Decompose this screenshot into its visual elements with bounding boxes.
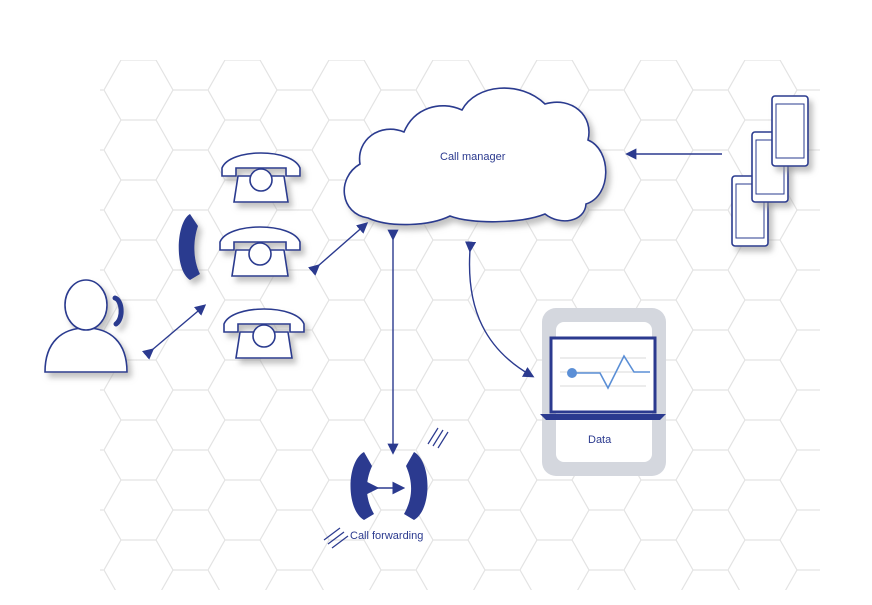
laptop-chart-icon	[540, 336, 666, 420]
arrow-user-phones	[141, 304, 207, 360]
call-forwarding-label: Call forwarding	[350, 530, 424, 542]
cloud-icon	[343, 87, 607, 226]
data-label: Data	[588, 434, 612, 446]
call-forwarding-icon	[323, 427, 449, 549]
desk-phone-icon	[223, 308, 305, 359]
user-headset-icon	[44, 279, 128, 373]
connector-arrows	[141, 148, 722, 455]
arrow-cloud-data	[464, 241, 535, 378]
cloud-label: Call manager	[440, 151, 506, 163]
desk-phone-icon	[221, 152, 301, 203]
handset-icon	[178, 214, 200, 280]
desk-phone-icon	[219, 226, 301, 277]
arrow-phones-cloud	[307, 222, 369, 276]
smartphone-icon	[771, 95, 809, 167]
